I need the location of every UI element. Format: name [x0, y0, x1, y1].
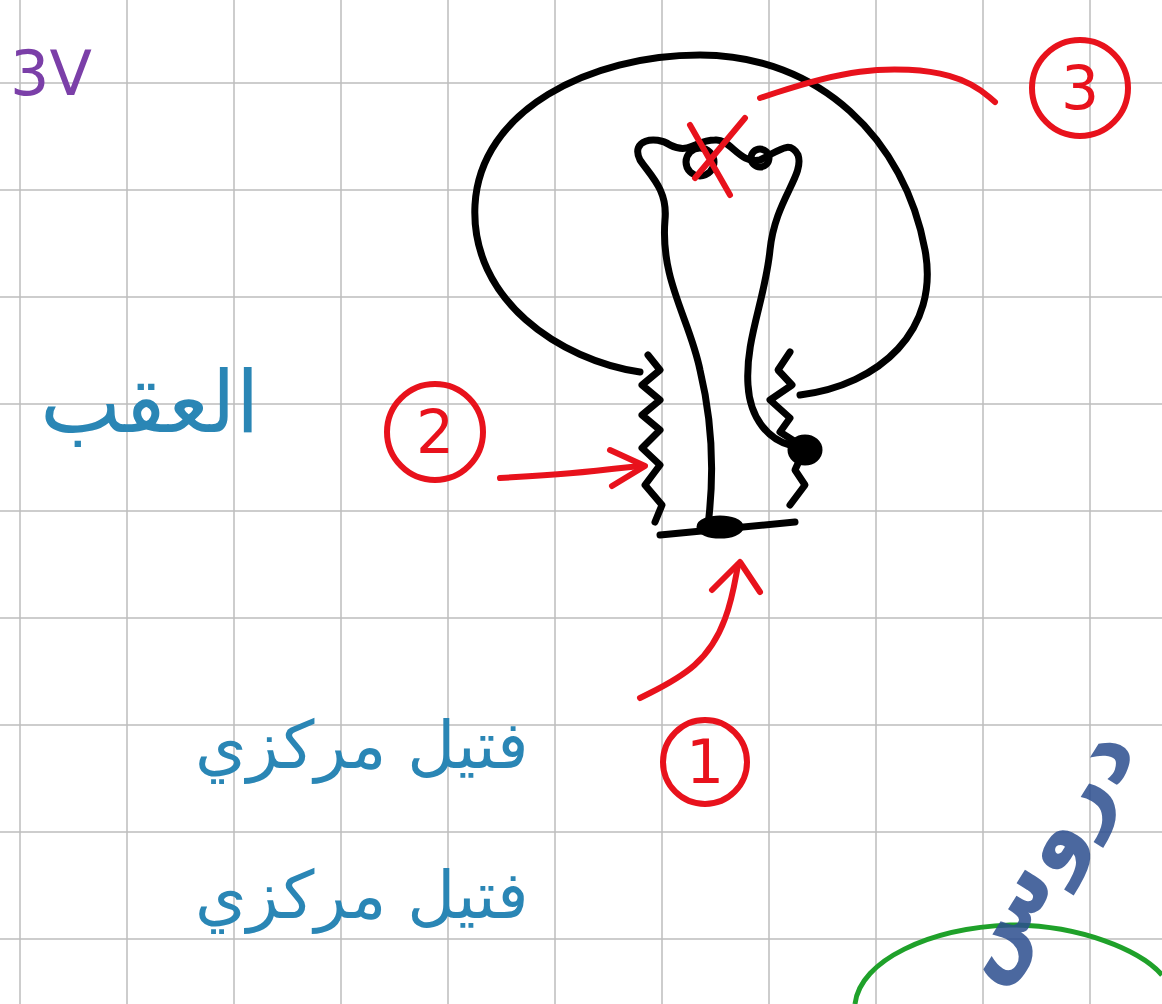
red-marks	[690, 118, 745, 195]
callout-number: 3	[1028, 58, 1132, 118]
watermark: دروس	[923, 708, 1154, 996]
part-name: فتيل مركزي	[195, 710, 529, 783]
callout-circle: 1	[659, 716, 751, 808]
voltage-note: 3V	[10, 40, 92, 108]
part-name: فتيل مركزي	[195, 860, 529, 933]
callout-circle: 3	[1028, 36, 1132, 140]
part-name: العقب	[40, 355, 260, 450]
light-bulb	[475, 55, 928, 535]
leader-lines	[500, 69, 995, 698]
callout-circle: 2	[383, 380, 487, 484]
callout-number: 2	[383, 402, 487, 462]
callout-number: 1	[659, 732, 751, 792]
